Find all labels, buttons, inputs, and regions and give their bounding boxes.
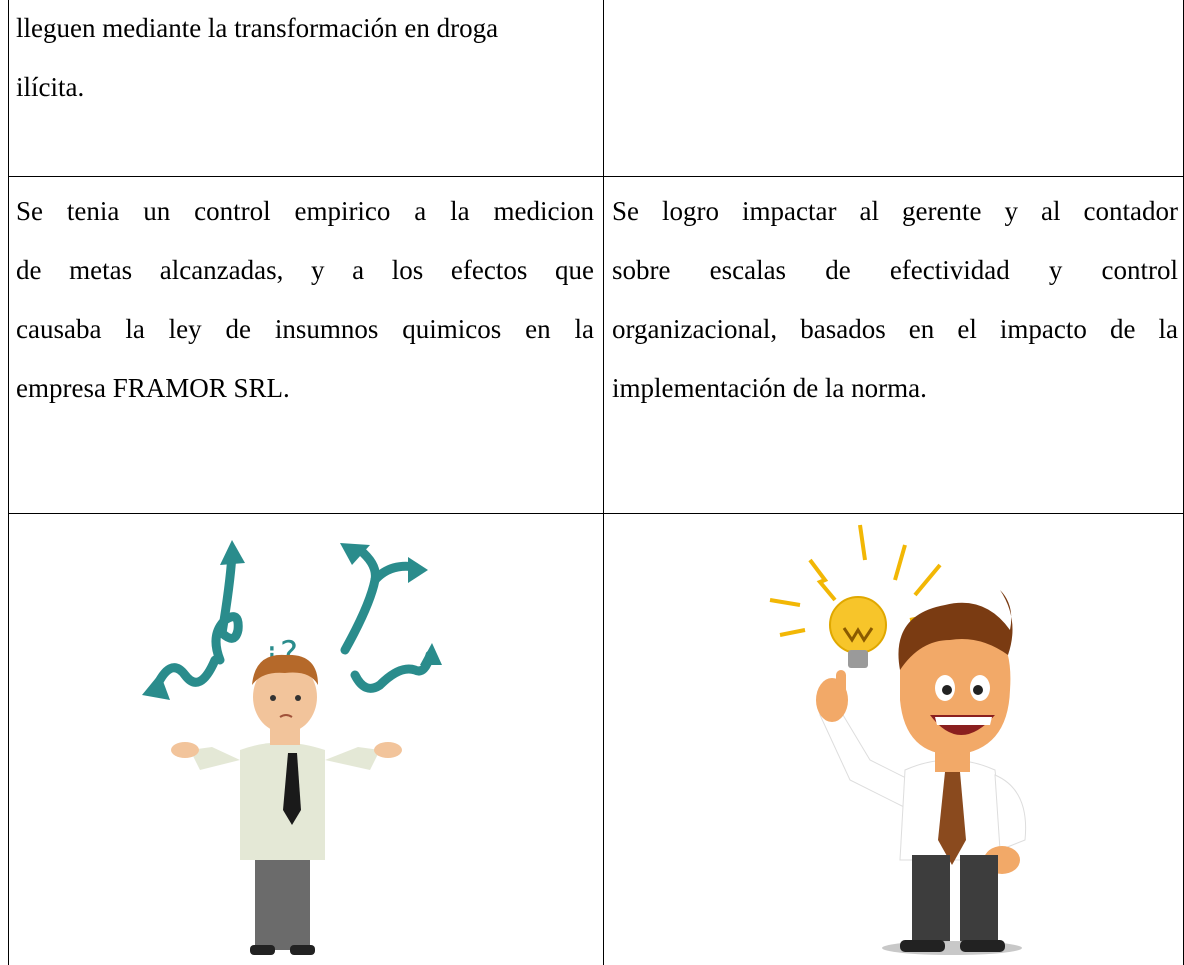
table-row-divider-2 [8,513,1184,514]
row2-right-line-2: sobre escalas de efectividad y control [612,255,1178,285]
row2-right-cell: Se logro impactar al gerente y al contad… [612,182,1178,418]
row2-right-line-3: organizacional, basados en el impacto de… [612,314,1178,344]
row2-right-line-1: Se logro impactar al gerente y al contad… [612,196,1178,226]
row1-left-line-2: ilícita. [16,72,85,102]
row1-left-cell: lleguen mediante la transformación en dr… [16,0,594,117]
table-border-left [8,0,9,965]
row2-left-line-4: empresa FRAMOR SRL. [16,373,290,403]
man-body [171,654,402,955]
idea-man-illustration [769,524,1027,955]
row2-left-line-1: Se tenia un control empirico a la medici… [16,196,594,226]
table-border-middle [603,0,604,965]
light-bulb-icon [829,596,887,668]
row2-left-line-3: causaba la ley de insumnos quimicos en l… [16,314,594,344]
row2-left-line-2: de metas alcanzadas, y a los efectos que [16,255,594,285]
man-body-right [816,590,1027,955]
row2-left-cell: Se tenia un control empirico a la medici… [16,182,594,418]
table-row-divider-1 [8,176,1184,177]
confused-man-illustration: ¿? [142,540,442,955]
row2-right-line-4: implementación de la norma. [612,373,927,403]
row1-left-line-1: lleguen mediante la transformación en dr… [16,13,499,43]
arrow-heads [142,540,442,700]
